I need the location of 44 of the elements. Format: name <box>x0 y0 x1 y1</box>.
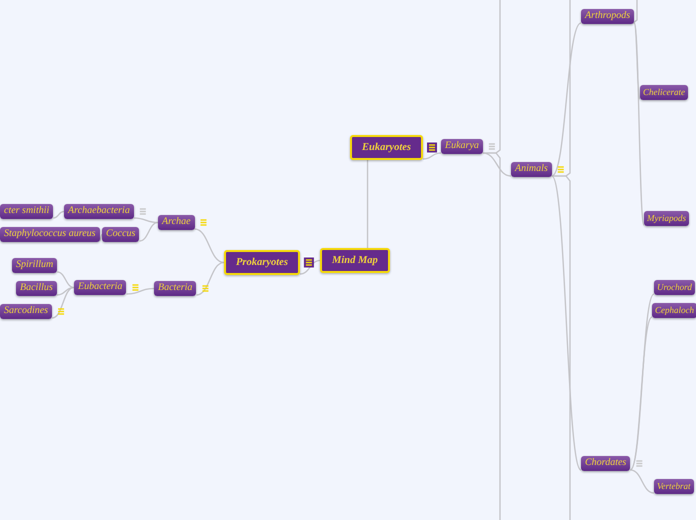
connector-line <box>139 222 158 242</box>
connector-line <box>53 210 64 219</box>
subtopic-box: Chelicerate <box>640 85 688 100</box>
connector-line <box>300 260 320 275</box>
topic-box: Mind Map <box>320 248 390 273</box>
connector-line <box>631 0 638 24</box>
connector-line <box>56 286 74 296</box>
connector-line <box>57 271 74 288</box>
connector-line <box>134 217 158 224</box>
connector-line <box>634 22 641 100</box>
connector-line <box>422 152 442 160</box>
subtopic-box: Chordates <box>581 456 630 471</box>
subtopic-box: Eubacteria <box>74 280 126 295</box>
subtopic-box: Spirillum <box>12 258 58 273</box>
subtopic-box: Cephaloch <box>652 303 696 318</box>
connector-line <box>551 22 582 176</box>
connector-line <box>551 176 582 470</box>
connector-line <box>634 22 645 226</box>
connector-line <box>194 228 224 264</box>
subtopic-box: Urochord <box>654 280 695 295</box>
subtopic-box: Bacteria <box>154 281 196 296</box>
topic-box: Prokaryotes <box>224 250 300 275</box>
subtopic-box: Arthropods <box>581 9 634 24</box>
subtopic-box: Archae <box>158 215 195 230</box>
subtopic-box: cter smithii <box>0 204 54 219</box>
connector-line <box>366 160 368 248</box>
connector-line <box>630 316 652 470</box>
connector-line <box>630 469 654 494</box>
topic-box: Eukaryotes <box>350 135 424 160</box>
connector-line <box>52 286 74 319</box>
subtopic-box: Animals <box>511 162 552 177</box>
subtopic-box: Eukarya <box>441 139 483 154</box>
subtopic-box: Coccus <box>102 227 140 242</box>
subtopic-box: Bacillus <box>16 281 57 296</box>
connector-line <box>196 262 224 296</box>
subtopic-box: Archaebacteria <box>64 204 134 219</box>
connector-line <box>126 288 154 295</box>
subtopic-box: Staphylococcus aureus <box>0 227 100 242</box>
subtopic-box: Sarcodines <box>0 304 52 319</box>
subtopic-box: Vertebrat <box>654 479 694 494</box>
connector-line <box>552 175 571 520</box>
subtopic-box: Myriapods <box>644 211 689 226</box>
connector-line <box>482 152 501 520</box>
connector-line <box>482 152 512 177</box>
